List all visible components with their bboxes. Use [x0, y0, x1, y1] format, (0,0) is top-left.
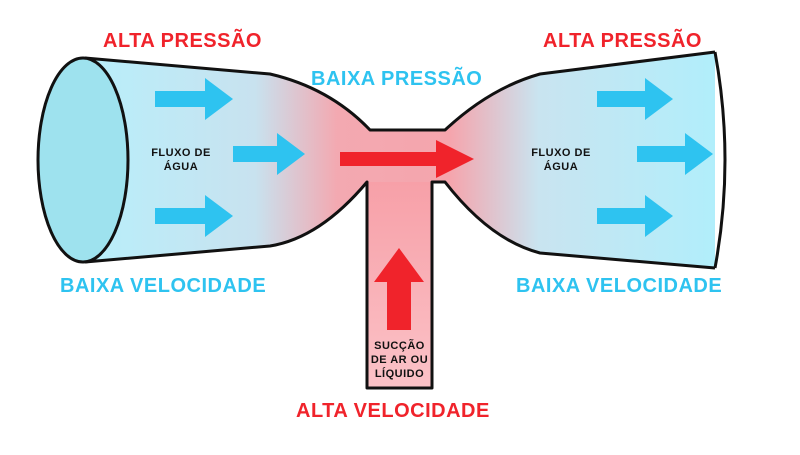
suction-label: SUCÇÃO DE AR OU LÍQUIDO: [370, 340, 429, 380]
venturi-pipe-outline: [84, 50, 716, 390]
arrow-right-icon: [233, 133, 305, 175]
water-flow-right-label: FLUXO DE ÁGUA: [531, 147, 591, 173]
arrow-right-icon: [155, 195, 233, 237]
water-flow-left-label: FLUXO DE ÁGUA: [151, 147, 211, 173]
arrow-up-icon: [374, 248, 424, 330]
arrow-right-icon: [155, 78, 233, 120]
arrow-right-icon: [597, 195, 673, 237]
high-pressure-right-label: ALTA PRESSÃO: [543, 30, 702, 52]
low-velocity-left-label: BAIXA VELOCIDADE: [60, 275, 267, 297]
high-velocity-label: ALTA VELOCIDADE: [296, 400, 490, 422]
arrow-right-icon: [597, 78, 673, 120]
low-velocity-right-label: BAIXA VELOCIDADE: [516, 275, 723, 297]
pipe-left-opening: [36, 56, 130, 264]
low-pressure-label: BAIXA PRESSÃO: [311, 68, 483, 90]
throat-arrow-right-icon: [340, 140, 474, 178]
high-pressure-left-label: ALTA PRESSÃO: [103, 30, 262, 52]
pipe-right-end: [713, 51, 727, 269]
arrow-right-icon: [637, 133, 713, 175]
